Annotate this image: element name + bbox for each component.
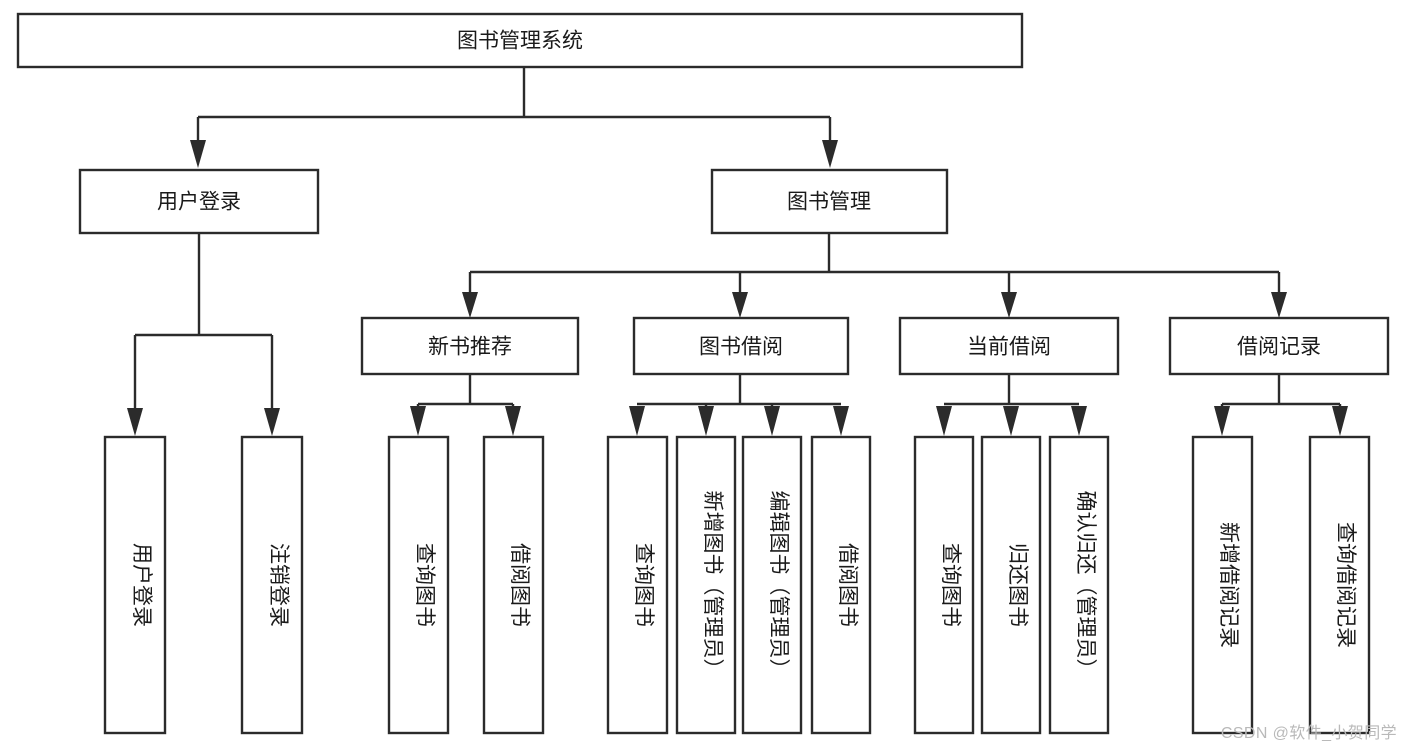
arrowhead-user-login-leaf-1: [127, 408, 143, 436]
node-user-login-label: 用户登录: [157, 191, 241, 214]
leaf-book-borrow-add[interactable]: 新增图书（管理员）: [675, 435, 737, 735]
leaf-current-borrow-confirm-label: 确认归还（管理员）: [1074, 491, 1097, 680]
leaf-current-borrow-query-box[interactable]: [913, 435, 975, 735]
leaf-book-borrow-borrow-label: 借阅图书: [836, 543, 859, 627]
arrowhead-book-borrow-leaf-2: [698, 406, 714, 436]
leaf-current-borrow-query[interactable]: 查询图书: [913, 435, 975, 735]
leaf-book-borrow-add-label: 新增图书（管理员）: [701, 491, 724, 680]
node-book-manage-label: 图书管理: [787, 191, 871, 214]
arrowhead-book-borrow-leaf-3: [764, 406, 780, 436]
leaf-user-login-login[interactable]: 用户登录: [103, 435, 167, 735]
leaf-new-book-query[interactable]: 查询图书: [387, 435, 450, 735]
arrowhead-current-borrow-leaf-2: [1003, 406, 1019, 436]
node-new-book-recommend[interactable]: 新书推荐: [360, 316, 580, 376]
node-current-borrow-label: 当前借阅: [967, 336, 1051, 359]
arrowhead-current-borrow-leaf-3: [1071, 406, 1087, 436]
node-current-borrow[interactable]: 当前借阅: [898, 316, 1120, 376]
arrowhead-to-borrow-record: [1271, 292, 1287, 318]
node-book-manage[interactable]: 图书管理: [710, 168, 949, 235]
node-book-manage-box[interactable]: [710, 168, 949, 235]
leaf-borrow-record-add-label: 新增借阅记录: [1217, 522, 1240, 648]
arrowhead-to-new-book: [462, 292, 478, 318]
leaf-borrow-record-add[interactable]: 新增借阅记录: [1191, 435, 1254, 735]
leaf-new-book-borrow-label: 借阅图书: [508, 543, 531, 627]
leaf-book-borrow-add-box[interactable]: [675, 435, 737, 735]
leaf-book-borrow-edit-label: 编辑图书（管理员）: [767, 491, 790, 680]
leaf-book-borrow-query-box[interactable]: [606, 435, 669, 735]
leaf-book-borrow-borrow[interactable]: 借阅图书: [810, 435, 872, 735]
leaf-current-borrow-query-label: 查询图书: [939, 543, 962, 627]
leaf-user-login-logout[interactable]: 注销登录: [240, 435, 304, 735]
connector-layer: [127, 67, 1348, 436]
arrowhead-to-book-borrow: [732, 292, 748, 318]
leaf-book-borrow-borrow-box[interactable]: [810, 435, 872, 735]
node-book-borrow-label: 图书借阅: [699, 336, 783, 359]
leaf-book-borrow-edit[interactable]: 编辑图书（管理员）: [741, 435, 803, 735]
leaf-user-login-login-label: 用户登录: [130, 543, 153, 627]
leaf-book-borrow-query-label: 查询图书: [632, 543, 655, 627]
node-book-borrow[interactable]: 图书借阅: [632, 316, 850, 376]
leaf-user-login-logout-label: 注销登录: [267, 543, 290, 627]
leaf-current-borrow-return-box[interactable]: [980, 435, 1042, 735]
arrowhead-to-current-borrow: [1001, 292, 1017, 318]
node-new-book-recommend-label: 新书推荐: [428, 336, 512, 359]
leaf-borrow-record-query-box[interactable]: [1308, 435, 1371, 735]
leaf-new-book-query-box[interactable]: [387, 435, 450, 735]
leaf-user-login-logout-box[interactable]: [240, 435, 304, 735]
node-borrow-record-box[interactable]: [1168, 316, 1390, 376]
arrowhead-current-borrow-leaf-1: [936, 406, 952, 436]
node-root-system-box[interactable]: [16, 12, 1024, 69]
leaf-new-book-borrow[interactable]: 借阅图书: [482, 435, 545, 735]
node-root-system[interactable]: 图书管理系统: [16, 12, 1024, 69]
leaf-borrow-record-query[interactable]: 查询借阅记录: [1308, 435, 1371, 735]
node-root-system-label: 图书管理系统: [457, 30, 583, 53]
node-book-borrow-box[interactable]: [632, 316, 850, 376]
leaf-borrow-record-add-box[interactable]: [1191, 435, 1254, 735]
leaf-book-borrow-edit-box[interactable]: [741, 435, 803, 735]
leaf-book-borrow-query[interactable]: 查询图书: [606, 435, 669, 735]
leaf-borrow-record-query-label: 查询借阅记录: [1334, 522, 1357, 648]
arrowhead-new-book-leaf-2: [505, 406, 521, 436]
arrowhead-borrow-record-leaf-2: [1332, 406, 1348, 436]
leaf-user-login-login-box[interactable]: [103, 435, 167, 735]
leaf-current-borrow-return-label: 归还图书: [1006, 543, 1029, 627]
node-user-login-box[interactable]: [78, 168, 320, 235]
arrowhead-borrow-record-leaf-1: [1214, 406, 1230, 436]
arrowhead-book-borrow-leaf-1: [629, 406, 645, 436]
node-new-book-recommend-box[interactable]: [360, 316, 580, 376]
arrowhead-user-login-leaf-2: [264, 408, 280, 436]
leaf-current-borrow-confirm-box[interactable]: [1048, 435, 1110, 735]
arrowhead-root-to-book-manage: [822, 140, 838, 168]
node-borrow-record[interactable]: 借阅记录: [1168, 316, 1390, 376]
leaf-new-book-query-label: 查询图书: [413, 543, 436, 627]
arrowhead-root-to-user-login: [190, 140, 206, 168]
leaf-current-borrow-return[interactable]: 归还图书: [980, 435, 1042, 735]
arrowhead-new-book-leaf-1: [410, 406, 426, 436]
leaf-new-book-borrow-box[interactable]: [482, 435, 545, 735]
node-borrow-record-label: 借阅记录: [1237, 336, 1321, 359]
node-current-borrow-box[interactable]: [898, 316, 1120, 376]
leaf-current-borrow-confirm[interactable]: 确认归还（管理员）: [1048, 435, 1110, 735]
node-user-login[interactable]: 用户登录: [78, 168, 320, 235]
arrowhead-book-borrow-leaf-4: [833, 406, 849, 436]
